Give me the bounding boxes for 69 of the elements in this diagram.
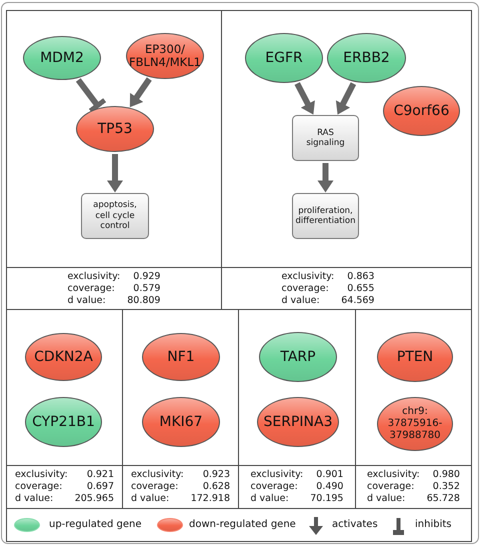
arrow: [336, 82, 356, 115]
gene-name: NF1: [167, 349, 195, 365]
stat-label: coverage:: [367, 481, 416, 493]
stat-value: 0.628: [202, 481, 230, 493]
gene-name: CYP21B1: [32, 414, 95, 430]
gene-name: MKI67: [159, 414, 203, 430]
gene-name: chr9: 37875916-37988780: [386, 406, 444, 442]
gene-name: SERPINA3: [264, 414, 332, 430]
stat-label: d value:: [250, 493, 290, 505]
stat-label: coverage:: [250, 481, 299, 493]
stat-label: exclusivity:: [14, 469, 68, 481]
arrow: [130, 77, 152, 108]
stat-value: 0.655: [347, 282, 374, 294]
gene-name: EGFR: [265, 50, 303, 66]
panel: [355, 309, 472, 509]
arrow: [294, 82, 315, 115]
gene-name: TARP: [280, 349, 316, 365]
stat-label: d value:: [367, 493, 406, 505]
legend-label: inhibits: [415, 518, 452, 532]
stat-value: 0.901: [316, 469, 344, 481]
stat-value: 64.569: [341, 294, 374, 306]
stat-label: exclusivity:: [68, 270, 120, 282]
legend-label: down-regulated gene: [189, 518, 296, 532]
panel: [221, 10, 472, 310]
stat-value: 0.352: [432, 481, 460, 493]
stat-label: d value:: [282, 294, 321, 306]
stat-value: 172.918: [190, 493, 230, 505]
gene-name: ERBB2: [343, 50, 390, 66]
stat-label: exclusivity:: [130, 469, 184, 481]
stat-value: 0.490: [316, 481, 344, 493]
stat-label: coverage:: [68, 282, 116, 294]
stat-label: exclusivity:: [282, 270, 334, 282]
stat-label: d value:: [14, 493, 54, 505]
stat-value: 0.923: [202, 469, 230, 481]
stat-value: 0.921: [86, 469, 114, 481]
gene-name: C9orf66: [394, 103, 450, 119]
process-label: proliferation, differentiation: [294, 206, 356, 226]
gene-name: TP53: [98, 121, 132, 137]
arrow: [318, 163, 334, 192]
stat-value: 65.728: [426, 493, 460, 505]
stat-value: 205.965: [74, 493, 114, 505]
stat-value: 0.697: [86, 481, 114, 493]
stat-value: 80.809: [127, 294, 160, 306]
process-label: apoptosis, cell cycle control: [92, 200, 138, 232]
stat-value: 0.579: [133, 282, 160, 294]
gene-name: EP300/ FBLN4/MKL1: [128, 43, 202, 69]
process-box: [292, 115, 359, 161]
stat-value: 70.195: [310, 493, 344, 505]
stat-value: 0.980: [432, 469, 460, 481]
gene-name: CDKN2A: [34, 349, 93, 365]
stat-label: d value:: [130, 493, 170, 505]
stat-label: exclusivity:: [250, 469, 304, 481]
legend-label: activates: [332, 518, 378, 532]
stat-label: coverage:: [14, 481, 64, 493]
stat-value: 0.929: [133, 270, 160, 282]
process-box: [81, 193, 149, 239]
panel: [6, 309, 123, 509]
stat-label: coverage:: [282, 282, 330, 294]
stat-value: 0.863: [347, 270, 374, 282]
process-label: RAS signaling: [305, 128, 346, 148]
legend-label: up-regulated gene: [49, 518, 142, 532]
panel: [6, 10, 222, 310]
gene-name: MDM2: [40, 50, 84, 66]
stat-label: exclusivity:: [367, 469, 420, 481]
gene-name: PTEN: [396, 349, 434, 365]
stat-label: coverage:: [130, 481, 180, 493]
arrow: [107, 154, 123, 192]
stat-label: d value:: [68, 294, 107, 306]
process-box: [292, 193, 359, 239]
